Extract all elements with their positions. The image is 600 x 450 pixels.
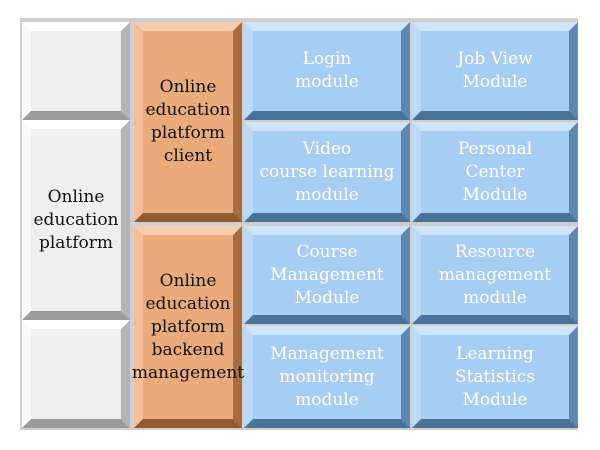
backend-box: Online education platform backend manage… bbox=[131, 226, 245, 428]
client-label: Online education platform client bbox=[145, 77, 231, 166]
backend-label: Online education platform backend manage… bbox=[131, 270, 245, 383]
module-box-video-course: Video course learning module bbox=[244, 122, 410, 222]
root-platform-label: Online education platform bbox=[33, 186, 119, 253]
module-box-resource-management: Resource management module bbox=[412, 226, 578, 324]
module-box-login: Login module bbox=[244, 22, 410, 120]
root-bottom-cell bbox=[22, 320, 130, 428]
module-label-management-monitoring: Management monitoring module bbox=[270, 343, 384, 410]
module-box-learning-statistics: Learning Statistics Module bbox=[412, 326, 578, 428]
module-box-personal-center: Personal Center Module bbox=[412, 122, 578, 222]
module-label-resource-management: Resource management module bbox=[438, 241, 552, 308]
module-label-video-course: Video course learning module bbox=[259, 138, 395, 205]
module-box-course-management: Course Management Module bbox=[244, 226, 410, 324]
module-box-management-monitoring: Management monitoring module bbox=[244, 326, 410, 428]
root-platform-box: Online education platform bbox=[22, 120, 130, 320]
root-top-cell bbox=[22, 22, 130, 120]
module-label-learning-statistics: Learning Statistics Module bbox=[454, 343, 536, 410]
module-label-course-management: Course Management Module bbox=[270, 241, 384, 308]
module-box-job-view: Job View Module bbox=[412, 22, 578, 120]
module-label-personal-center: Personal Center Module bbox=[457, 138, 533, 205]
module-label-login: Login module bbox=[295, 49, 359, 92]
client-box: Online education platform client bbox=[134, 22, 242, 222]
module-label-job-view: Job View Module bbox=[457, 49, 533, 92]
